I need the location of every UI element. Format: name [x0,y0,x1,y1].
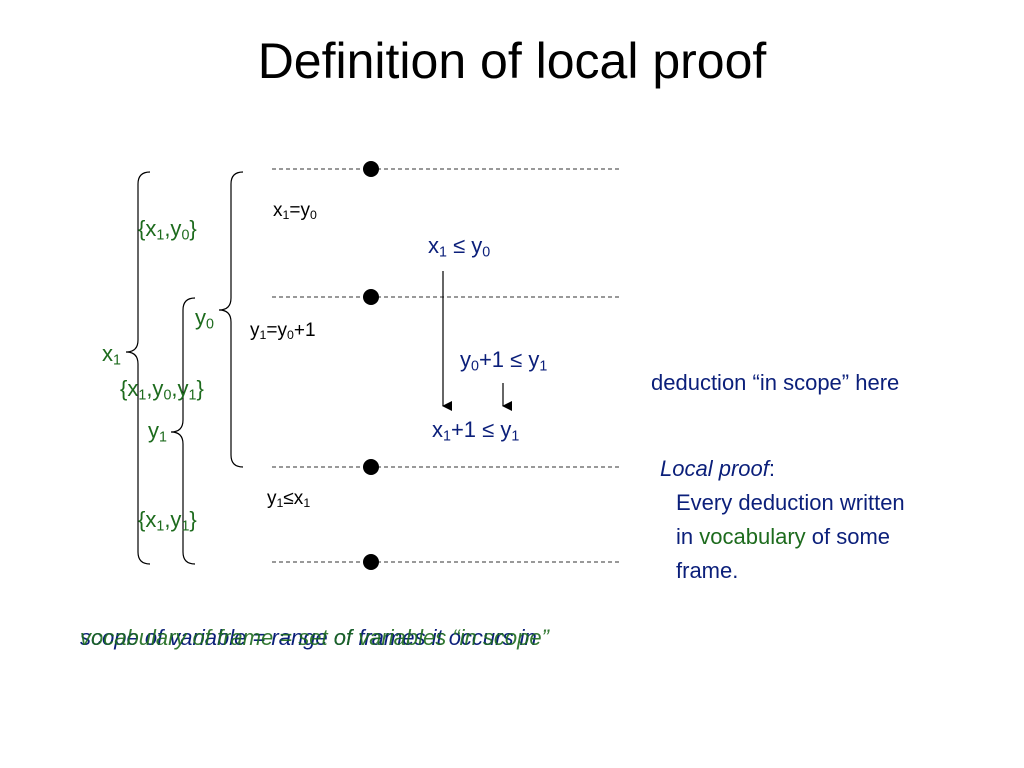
set-x1-y0: {x1,y0} [138,216,197,244]
local-proof-heading: Local proof: [660,456,775,481]
brace-x1 [125,171,151,565]
frame-point-1 [363,161,379,177]
deduction-x1-le-y0: x1 ≤ y0 [428,233,491,261]
statement-y1-eq-y0-plus-1: y1=y0+1 [250,320,316,343]
local-proof-line-3: frame. [676,558,739,583]
local-proof-line-1: Every deduction written [676,490,905,515]
statement-x1-eq-y0: x1=y0 [273,200,317,223]
set-x1-y0-y1: {x1,y0,y1} [120,376,204,404]
var-y0: y0 [195,305,214,333]
local-proof-label: Local proof [660,456,769,481]
statement-y1-le-x1: y1≤x1 [267,488,311,511]
var-x1: x1 [102,341,121,369]
vocabulary-term: vocabulary [699,524,806,549]
deduction-x1-plus-1-le-y1: x1+1 ≤ y1 [432,417,520,445]
in-scope-note: deduction “in scope” here [651,370,900,395]
frame-point-4 [363,554,379,570]
vocabulary-definition: vocabulary of frame = set of variables “… [80,625,549,650]
frame-point-3 [363,459,379,475]
slide-title: Definition of local proof [257,33,767,89]
deduction-y0-plus-1-le-y1: y0+1 ≤ y1 [460,347,548,375]
var-y1: y1 [148,418,167,446]
local-proof-line-2: in vocabulary of some [676,524,891,549]
frame-point-2 [363,289,379,305]
set-x1-y1: {x1,y1} [138,507,197,535]
brace-y0 [218,171,244,468]
brace-y1 [170,297,196,565]
scope-definition: scope of variable = range of frames it o… [80,625,537,650]
